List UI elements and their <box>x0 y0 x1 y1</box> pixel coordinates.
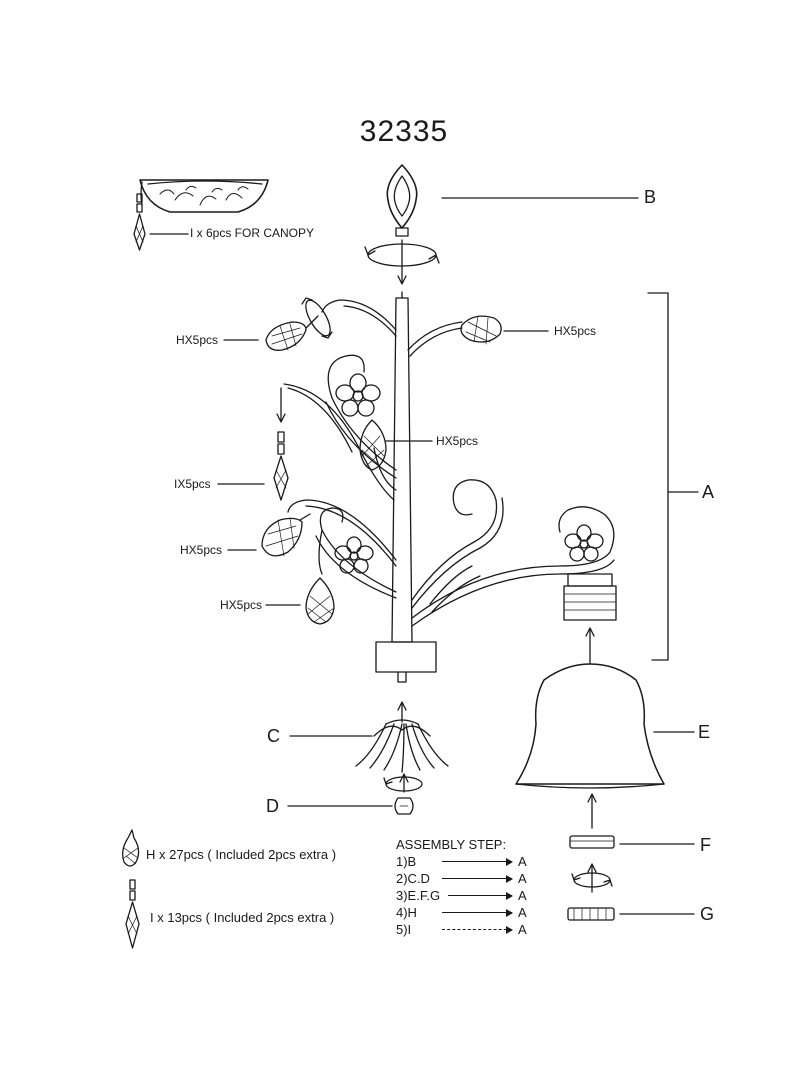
glass-shade-e <box>515 663 665 789</box>
rotate-arrow-c <box>383 773 423 793</box>
knob-d <box>394 797 414 815</box>
step-target: A <box>518 871 527 886</box>
flower-lower <box>334 536 374 574</box>
bracket-a <box>647 292 669 661</box>
canopy-illustration <box>139 179 269 213</box>
central-stem <box>375 291 437 683</box>
callout-i-left: IX5pcs <box>174 477 211 491</box>
legend-h-total: H x 27pcs ( Included 2pcs extra ) <box>146 847 337 862</box>
crystal-i-left <box>273 387 289 501</box>
assembly-steps-title: ASSEMBLY STEP: <box>396 837 507 852</box>
label-d: D <box>266 796 279 816</box>
finial-b <box>386 164 418 237</box>
crystal-h-middle <box>359 419 387 471</box>
canopy-callout: I x 6pcs FOR CANOPY <box>190 226 315 240</box>
callout-h-top-right: HX5pcs <box>554 324 597 338</box>
step-source: 5)I <box>396 922 412 937</box>
step-target: A <box>518 888 527 903</box>
flower-right <box>564 524 604 562</box>
label-c: C <box>267 726 280 746</box>
step-source: 4)H <box>396 905 417 920</box>
step-source: 1)B <box>396 854 417 869</box>
step-arrow <box>442 858 513 866</box>
step-target: A <box>518 905 527 920</box>
callout-h-top-left: HX5pcs <box>176 333 219 347</box>
step-arrow <box>448 892 513 900</box>
step-arrow <box>442 926 513 934</box>
step-source: 3)E.F.G <box>396 888 441 903</box>
crystal-h-top-right <box>460 315 502 345</box>
rotate-arrow-b <box>364 239 440 285</box>
step-arrow <box>442 875 513 883</box>
label-f: F <box>700 835 711 855</box>
label-g: G <box>700 904 715 924</box>
label-e: E <box>698 722 711 742</box>
step-source: 2)C.D <box>396 871 430 886</box>
assembly-steps: ASSEMBLY STEP: 1)B A 2)C.D A 3)E.F.G A 4… <box>396 836 546 938</box>
flower-upper <box>335 373 381 417</box>
rotate-arrow-f <box>571 863 613 893</box>
assembly-step: 2)C.D A <box>396 870 546 887</box>
canopy-crystal-drop <box>133 193 146 251</box>
legend-i-total: I x 13pcs ( Included 2pcs extra ) <box>150 910 335 925</box>
legend-crystal-h-icon <box>122 829 140 867</box>
ring-f <box>569 835 615 849</box>
crystal-h-lower-left <box>261 513 311 557</box>
assembly-step: 4)H A <box>396 904 546 921</box>
rotate-arrow-top-left <box>301 297 333 339</box>
scroll-arms <box>283 299 615 627</box>
step-arrow <box>442 909 513 917</box>
label-b: B <box>644 187 657 207</box>
step-target: A <box>518 922 527 937</box>
model-number-title: 32335 <box>359 115 449 148</box>
callout-h-lower-left: HX5pcs <box>180 543 223 557</box>
crystal-h-top-left <box>265 315 319 351</box>
legend-crystal-i-icon <box>125 879 140 949</box>
crystal-h-bottom-left <box>305 577 335 625</box>
bobeche-c <box>355 701 449 773</box>
callout-h-bottom-left: HX5pcs <box>220 598 263 612</box>
step-target: A <box>518 854 527 869</box>
assembly-step: 3)E.F.G A <box>396 887 546 904</box>
socket <box>563 573 617 665</box>
assembly-step: 5)I A <box>396 921 546 938</box>
ring-g <box>567 907 615 921</box>
label-a: A <box>702 482 715 502</box>
assembly-step: 1)B A <box>396 853 546 870</box>
callout-h-middle: HX5pcs <box>436 434 479 448</box>
